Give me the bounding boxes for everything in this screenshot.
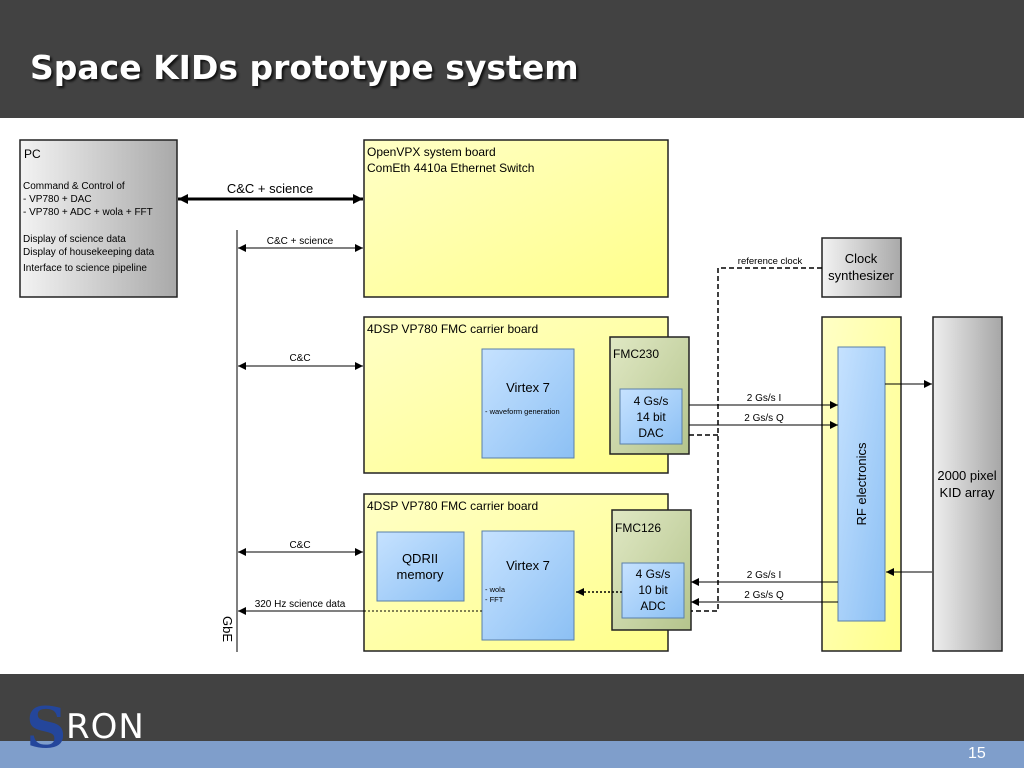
- pc-line: Command & Control of: [23, 181, 125, 192]
- adc-i-link-label: 2 Gs/s I: [747, 570, 781, 581]
- gbe-top-carrier-link-label: C&C: [289, 353, 310, 364]
- dac-label: 4 Gs/s: [634, 394, 669, 408]
- title-bar: [0, 0, 1024, 118]
- virtex-top-label: Virtex 7: [506, 380, 550, 395]
- openvpx-board: OpenVPX system board ComEth 4410a Ethern…: [363, 139, 669, 298]
- carrier-bottom-label: 4DSP VP780 FMC carrier board: [367, 499, 538, 513]
- sron-logo-s: S: [26, 695, 67, 761]
- kid-array-label: 2000 pixel: [937, 468, 996, 483]
- slide-title: Space KIDs prototype system: [30, 48, 579, 87]
- clock-label: synthesizer: [828, 268, 894, 283]
- qdr-memory-label: memory: [397, 567, 444, 582]
- dac-label: 14 bit: [636, 410, 666, 424]
- pc-line: - VP780 + ADC + wola + FFT: [23, 207, 153, 218]
- adc-q-link-label: 2 Gs/s Q: [744, 590, 784, 601]
- virtex-bottom-note: - wola: [485, 585, 506, 594]
- pc-line: Display of housekeeping data: [23, 247, 155, 258]
- virtex-bottom-label: Virtex 7: [506, 558, 550, 573]
- kid-array-box: 2000 pixel KID array: [932, 316, 1003, 652]
- rf-electronics-box: RF electronics: [821, 316, 902, 652]
- adc-label: 10 bit: [638, 583, 668, 597]
- pc-line: - VP780 + DAC: [23, 194, 92, 205]
- fmc126-label: FMC126: [615, 521, 661, 535]
- adc-label: ADC: [640, 599, 666, 613]
- pc-label: PC: [24, 147, 41, 161]
- fmc126-module: FMC126 4 Gs/s 10 bit ADC: [611, 509, 692, 631]
- dac-q-link-label: 2 Gs/s Q: [744, 413, 784, 424]
- rf-electronics-label: RF electronics: [854, 442, 869, 526]
- fmc230-module: FMC230 4 Gs/s 14 bit DAC: [609, 336, 690, 455]
- virtex-bottom-note: - FFT: [485, 595, 504, 604]
- footer-strip: [0, 741, 1024, 768]
- openvpx-title: OpenVPX system board: [367, 145, 496, 159]
- reference-clock-label: reference clock: [738, 256, 803, 267]
- kid-array-label: KID array: [940, 485, 995, 500]
- dac-label: DAC: [638, 426, 664, 440]
- gbe-bottom-carrier-link-label: C&C: [289, 540, 310, 551]
- clock-label: Clock: [845, 251, 878, 266]
- gbe-openvpx-link-label: C&C + science: [267, 236, 334, 247]
- openvpx-subtitle: ComEth 4410a Ethernet Switch: [367, 161, 534, 175]
- pc-openvpx-link-label: C&C + science: [227, 181, 313, 196]
- carrier-top-label: 4DSP VP780 FMC carrier board: [367, 322, 538, 336]
- pc-line: Interface to science pipeline: [23, 263, 147, 274]
- pc-line: Display of science data: [23, 234, 126, 245]
- dac-i-link-label: 2 Gs/s I: [747, 393, 781, 404]
- clock-synthesizer-box: Clock synthesizer: [821, 237, 902, 298]
- page-number: 15: [968, 745, 986, 762]
- adc-label: 4 Gs/s: [636, 567, 671, 581]
- qdr-memory-label: QDRII: [402, 551, 438, 566]
- reference-clock-line: [691, 267, 822, 612]
- science-data-link-label: 320 Hz science data: [255, 599, 346, 610]
- fmc230-label: FMC230: [613, 347, 659, 361]
- gbe-label: GbE: [220, 616, 235, 642]
- pc-box: PC Command & Control of - VP780 + DAC - …: [19, 139, 178, 298]
- sron-logo-text: RON: [66, 707, 145, 747]
- virtex-top-note: - waveform generation: [485, 407, 560, 416]
